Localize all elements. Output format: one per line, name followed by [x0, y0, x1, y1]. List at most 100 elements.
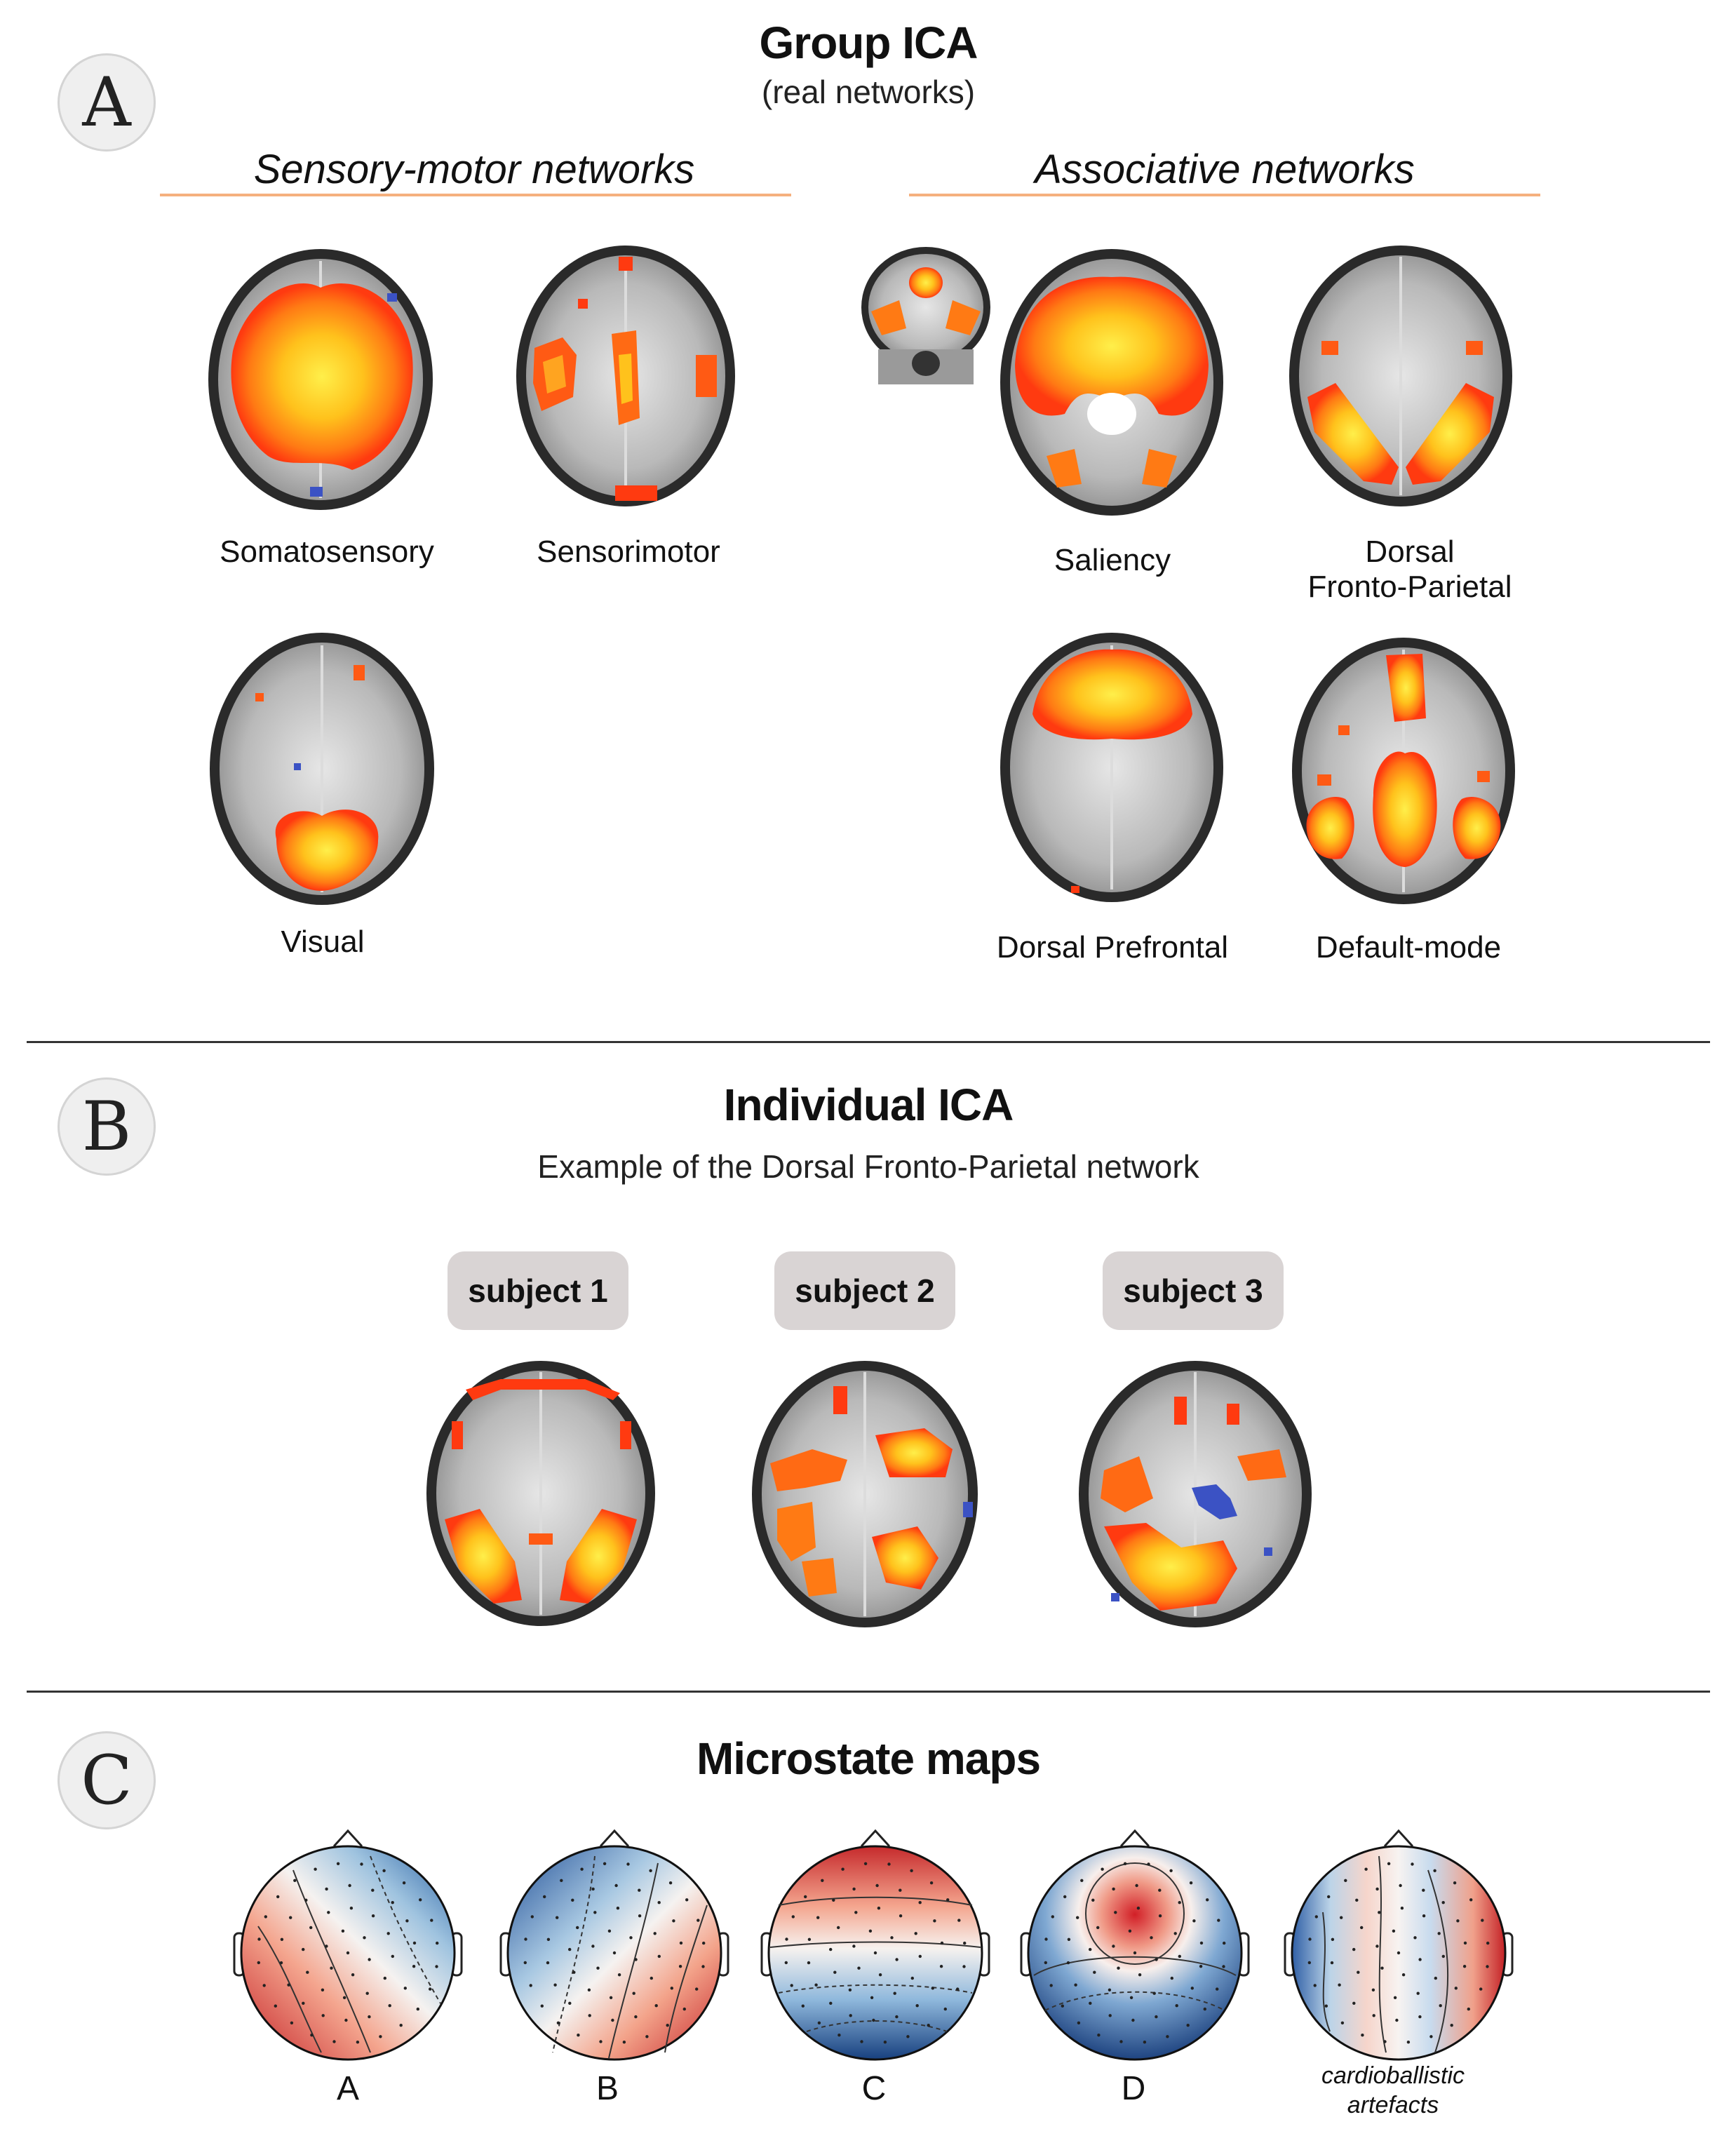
electrode-dot	[807, 1937, 812, 1941]
brain-default-mode	[1292, 638, 1515, 904]
electrode-dot	[632, 1991, 635, 1995]
electrode-dot	[649, 1869, 652, 1872]
electrode-dot	[1331, 1937, 1335, 1941]
electrode-dot	[276, 1895, 280, 1899]
group-right-label: Associative networks	[1035, 147, 1415, 192]
electrode-dot	[927, 2024, 930, 2027]
electrode-dot	[1481, 1919, 1484, 1922]
electrode-dot	[860, 2040, 863, 2043]
electrode-dot	[1066, 1961, 1070, 1965]
electrode-dot	[1486, 1965, 1489, 1968]
electrode-dot	[841, 1867, 845, 1871]
electrode-dot	[863, 1862, 868, 1865]
electrode-dot	[657, 1901, 661, 1904]
electrode-dot	[940, 1941, 944, 1945]
electrode-dot	[807, 1961, 811, 1965]
electrode-dot	[274, 2004, 277, 2008]
electrode-dot	[791, 1915, 795, 1919]
electrode-dot	[1049, 1984, 1053, 1987]
electrode-dot	[657, 1954, 661, 1959]
electrode-dot	[1206, 1898, 1209, 1902]
electrode-dot	[915, 2004, 919, 2008]
electrode-dot	[436, 1941, 439, 1945]
electrode-dot	[1327, 1895, 1331, 1899]
electrode-dot	[650, 1976, 653, 1980]
electrode-dot	[349, 1907, 354, 1910]
electrode-dot	[832, 1898, 835, 1902]
electrode-dot	[1150, 1936, 1153, 1940]
electrode-dot	[1155, 2015, 1158, 2019]
label-saliency: Saliency	[1054, 543, 1171, 577]
electrode-dot	[872, 2018, 875, 2022]
brain-somatosensory	[208, 249, 433, 510]
electrode-dot	[1429, 2035, 1433, 2038]
electrode-dot	[279, 1961, 283, 1965]
electrode-dot	[280, 1937, 284, 1941]
electrode-dot	[910, 1976, 914, 1980]
electrode-dot	[785, 1937, 788, 1941]
electrode-dot	[804, 1895, 807, 1899]
electrode-dot	[356, 2041, 360, 2044]
electrode-dot	[1467, 2007, 1470, 2011]
electrode-dot	[365, 1991, 369, 1995]
electrode-dot	[1093, 1970, 1096, 1974]
electrode-dot	[1450, 2024, 1453, 2027]
electrode-dot	[293, 1879, 297, 1882]
electrode-dot	[668, 1881, 673, 1885]
electrode-dot	[701, 1965, 705, 1968]
electrode-dot	[634, 2015, 638, 2019]
group-left-rule	[160, 194, 791, 196]
electrode-dot	[962, 1965, 966, 1968]
electrode-dot	[1152, 1991, 1156, 1995]
electrode-dot	[1133, 1951, 1137, 1955]
electrode-dot	[1434, 1976, 1437, 1980]
electrode-dot	[371, 1914, 375, 1918]
brain-dorsal-fronto-parietal	[1289, 246, 1512, 506]
electrode-dot	[1076, 1916, 1079, 1919]
electrode-dot	[1479, 1987, 1483, 1991]
electrode-dot	[289, 1916, 292, 1919]
electrode-dot	[568, 2001, 572, 2005]
electrode-dot	[388, 2004, 391, 2008]
electrode-dot	[870, 1996, 874, 1999]
electrode-dot	[523, 1961, 527, 1965]
electrode-dot	[946, 1898, 950, 1902]
electrode-dot	[852, 1944, 856, 1948]
electrode-dot	[1399, 1883, 1402, 1888]
electrode-dot	[363, 1936, 366, 1940]
electrode-dot	[877, 1907, 881, 1910]
electrode-dot	[588, 2014, 591, 2017]
electrode-dot	[1422, 1914, 1426, 1918]
label-visual: Visual	[281, 925, 365, 959]
electrode-dot	[342, 1996, 346, 1999]
electrode-dot	[1089, 2001, 1092, 2005]
electrode-dot	[1169, 1869, 1173, 1872]
electrode-dot	[262, 1984, 266, 1987]
electrode-dot	[626, 1862, 630, 1866]
electrode-dot	[653, 1932, 657, 1935]
electrode-dot	[1324, 2004, 1328, 2008]
electrode-dot	[591, 1944, 595, 1948]
electrode-dot	[391, 1901, 394, 1904]
electrode-dot	[572, 1970, 576, 1974]
label-dorsal-prefrontal: Dorsal Prefrontal	[996, 930, 1229, 965]
electrode-dot	[1441, 1901, 1445, 1904]
electrode-dot	[379, 2035, 382, 2038]
electrode-dot	[314, 1867, 317, 1871]
electrode-dot	[801, 2004, 805, 2008]
electrode-dot	[304, 1898, 308, 1902]
electrode-dot	[1173, 1932, 1177, 1935]
electrode-dot	[622, 2041, 626, 2044]
panel-a-letter-text: A	[82, 63, 131, 142]
electrode-dot	[1422, 1888, 1425, 1892]
electrode-dot	[1308, 1937, 1312, 1941]
electrode-dot	[603, 1862, 607, 1865]
electrode-dot	[1097, 2034, 1101, 2037]
label-dorsal-fronto-parietal-2: Fronto-Parietal	[1307, 570, 1512, 604]
electrode-dot	[816, 1916, 820, 1919]
electrode-dot	[857, 1966, 861, 1970]
electrode-dot	[784, 1961, 788, 1965]
electrode-dot	[1044, 1937, 1048, 1941]
electrode-dot	[848, 1988, 852, 1991]
electrode-dot	[1340, 2021, 1345, 2024]
